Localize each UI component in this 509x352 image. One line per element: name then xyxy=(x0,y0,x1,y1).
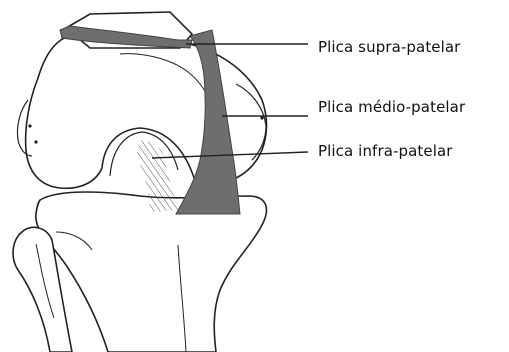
label-infra-patellar-plica: Plica infra-patelar xyxy=(318,142,453,160)
label-medio-patellar-plica: Plica médio-patelar xyxy=(318,98,465,116)
tibia-bone xyxy=(36,192,267,352)
label-supra-patellar-plica: Plica supra-patelar xyxy=(318,38,460,56)
